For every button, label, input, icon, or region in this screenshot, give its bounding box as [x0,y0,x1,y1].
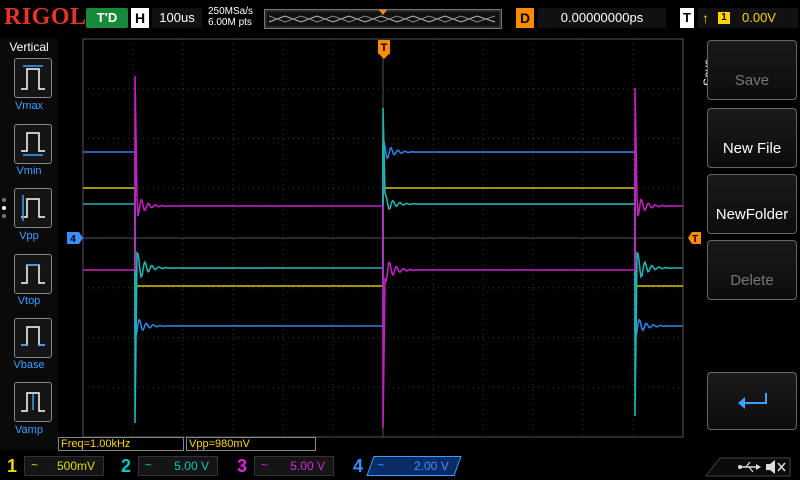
page-dot-active [2,206,6,210]
ac-coupling-icon: ~ [31,458,39,472]
channel-4-scale: 2.00 V [414,459,449,473]
waveform-display[interactable]: T 4 T [58,38,701,450]
channel-3-number: 3 [236,456,247,476]
ch4-marker-label: 4 [70,234,76,245]
channel-1-number: 1 [6,456,17,476]
measurement-results: Freq=1.00kHz Vpp=980mV [58,437,701,451]
save-button[interactable]: Save [707,40,797,100]
channel-3-settings: ~ 5.00 V [254,456,334,476]
measurement-category-title: Vertical [9,40,49,54]
system-tray [704,457,791,477]
traces [83,75,684,429]
delay-badge: D [516,8,534,28]
waveform-overview [264,9,502,29]
meas-vmin-label: Vmin [16,165,42,177]
acquisition-info: 250MSa/s 6.00M pts [208,6,253,28]
meas-vbase-label: Vbase [13,359,45,371]
ch4-offset-marker[interactable]: 4 [67,232,83,245]
vtop-icon [21,264,45,284]
vpp-measurement[interactable]: Vpp=980mV [186,437,316,451]
trigger-position-marker[interactable]: T [378,40,390,59]
channel-1-scale: 500mV [56,459,95,473]
vmax-icon [21,65,45,90]
save-button-label: Save [734,72,770,89]
trigger-marker-label: T [381,42,388,54]
ac-coupling-icon: ~ [261,458,269,472]
new-folder-button[interactable]: NewFolder [707,174,797,234]
return-arrow-icon [738,393,767,409]
channel-3-scale: 5.00 V [290,459,325,473]
overview-waveform-icon [265,10,501,28]
trigger-level-marker-label: T [692,234,698,245]
meas-vmax-label: Vmax [14,100,44,112]
trigger-delay-value[interactable]: 0.00000000ps [538,8,666,28]
meas-vpp-button[interactable] [14,188,52,228]
channel-status-bar: 1 ~ 500mV 2 ~ 5.00 V 3 ~ 5.00 V 4 ~ 2.00… [0,452,800,480]
trigger-source: 1 [718,12,730,24]
meas-vpp-label: Vpp [19,230,39,242]
trigger-status-badge[interactable]: T'D [86,8,128,28]
channel-4-number: 4 [352,456,363,476]
vamp-icon [21,392,45,412]
meas-vbase-button[interactable] [14,318,52,358]
horizontal-badge: H [131,8,149,28]
channel-2-trace [83,107,684,424]
vbase-icon [21,326,45,346]
trigger-level: 0.00V [742,10,776,25]
channel-2-number: 2 [120,456,131,476]
meas-vmax-button[interactable] [14,58,52,98]
ac-coupling-icon: ~ [377,458,385,472]
new-file-button[interactable]: New File [707,108,797,168]
top-status-bar: RIGOL T'D H 100us 250MSa/s 6.00M pts D 0… [0,0,800,38]
page-indicator [2,198,8,222]
meas-vtop-button[interactable] [14,254,52,294]
channel-4-trace [83,139,684,337]
channel-2-settings: ~ 5.00 V [138,456,218,476]
meas-vamp-label: Vamp [15,424,43,436]
sample-rate: 250MSa/s [208,6,254,17]
channel-1-settings: ~ 500mV [24,456,104,476]
meas-vtop-label: Vtop [17,295,41,307]
trigger-badge: T [680,8,694,28]
delete-button[interactable]: Delete [707,240,797,300]
timebase-value[interactable]: 100us [152,8,202,28]
delete-button-label: Delete [730,272,774,289]
page-dot [2,214,6,218]
new-file-button-label: New File [722,140,782,157]
page-dot [2,198,6,202]
vpp-icon [21,195,45,221]
rising-edge-icon: ↑ [702,10,709,26]
freq-measurement[interactable]: Freq=1.00kHz [58,437,184,451]
channel-4-settings: ~ 2.00 V [366,456,462,476]
speaker-muted-icon[interactable] [766,460,786,474]
memory-depth: 6.00M pts [208,17,252,28]
channel-2-scale: 5.00 V [174,459,209,473]
channel-3-trace [83,75,684,429]
trigger-level-marker[interactable]: T [688,232,701,245]
measurement-sidebar: Vertical Vmax Vmin Vpp Vtop Vbase Vamp [0,38,58,450]
trigger-info[interactable]: ↑ 1 0.00V [698,8,798,28]
rigol-logo: RIGOL [4,4,87,30]
back-button[interactable] [707,372,797,430]
system-icons [700,454,800,478]
vmin-icon [21,132,45,156]
usb-icon[interactable] [738,461,761,473]
ac-coupling-icon: ~ [145,458,153,472]
meas-vmin-button[interactable] [14,124,52,164]
meas-vamp-button[interactable] [14,382,52,422]
new-folder-button-label: NewFolder [715,206,789,223]
softkey-menu: Save Save New File NewFolder Delete [701,38,800,450]
